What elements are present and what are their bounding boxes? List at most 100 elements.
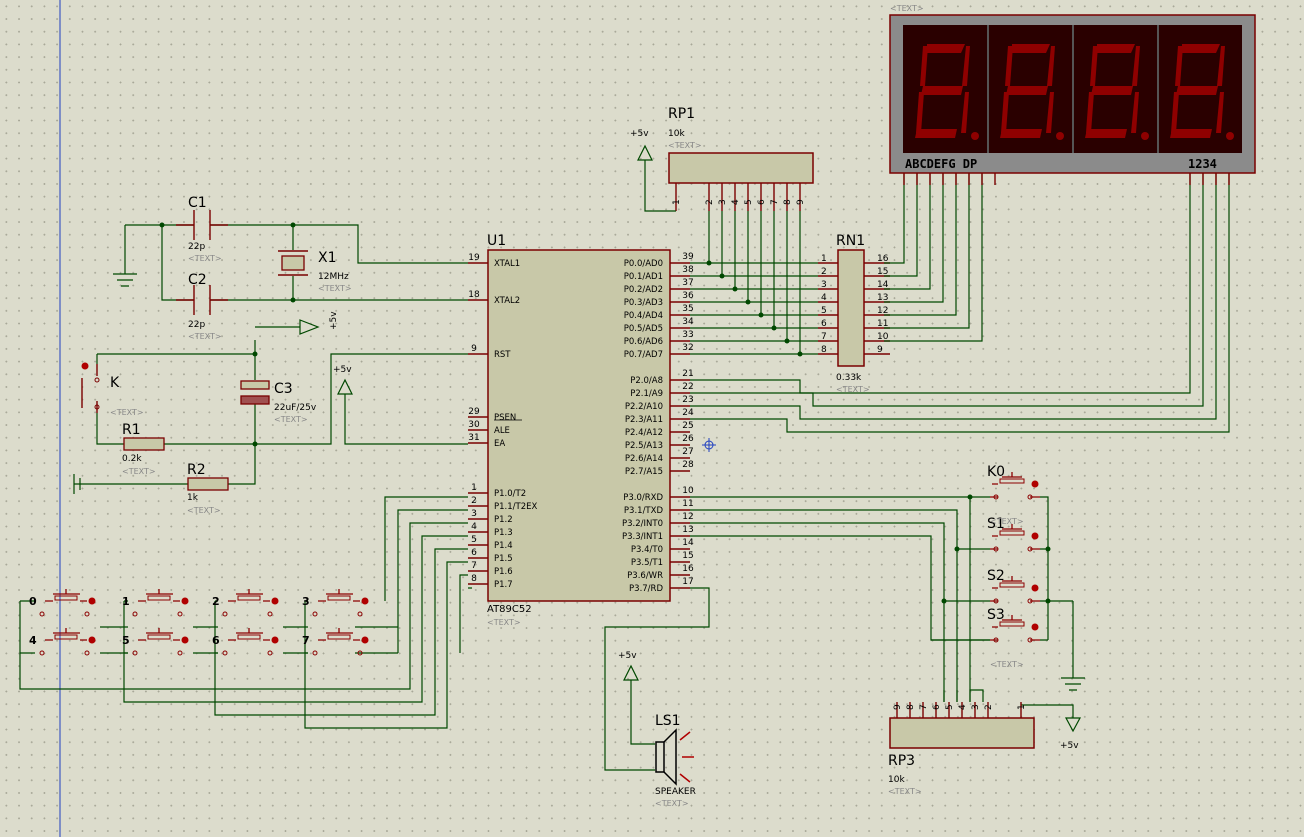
ls1-ref: LS1 [655,713,681,729]
k-text: <TEXT> [110,408,144,417]
rp3-pin-number: 2 [984,704,994,710]
speaker-icon[interactable] [655,741,665,773]
u1-pin-number: 2 [471,496,477,506]
digit-segment [1000,129,1042,138]
u1-pin-name: P3.2/INT0 [622,519,663,529]
u1-pin-name: P2.4/A12 [625,428,663,438]
u1-pin-name: P1.3 [494,528,513,538]
key-label: 4 [29,634,37,647]
digit-segment [916,92,924,133]
reset-circuit: +5v +5v C3 22uF/25v <TEXT> K <TEXT> R1 0… [73,311,468,515]
u1-pin-number: 39 [682,252,694,262]
keypad-key-2[interactable]: 2 [212,589,279,617]
rn1-body[interactable] [837,249,865,367]
rn1-pin-number: 3 [821,280,827,290]
u1-pin-number: 28 [682,460,694,470]
keypad-key-3[interactable]: 3 [302,589,369,617]
u1-body[interactable] [487,249,671,602]
digit-decimal-point [1141,132,1149,140]
digit-segment [1131,92,1139,133]
u1-pin-name: P1.6 [494,567,513,577]
r2-resistor[interactable] [187,477,229,491]
s3-text: <TEXT> [990,660,1024,669]
vcc-label: +5v [630,129,649,139]
keypad-key-0[interactable]: 0 [29,589,96,617]
digit-segment [920,46,928,86]
rp1-pin-number: 1 [672,199,682,205]
rn1-pin-number: 5 [821,306,827,316]
u1-pin-number: 34 [682,317,694,327]
keypad-key-5[interactable]: 5 [122,628,189,656]
u1-pin-name: P0.2/AD2 [624,285,663,295]
u1-microcontroller[interactable]: U1 AT89C52 <TEXT> 19XTAL118XTAL29RST29PS… [468,233,694,627]
digit-segment [1171,92,1179,133]
u1-pin-name: P1.0/T2 [494,489,526,499]
r1-resistor[interactable] [123,437,165,451]
keypad-key-4[interactable]: 4 [29,628,96,656]
ls1-text: <TEXT> [655,799,689,808]
digit-segment [921,86,963,95]
u1-pin-number: 24 [682,408,694,418]
digit-segment [1182,44,1220,53]
u1-pin-name: XTAL1 [494,259,520,269]
u1-pin-name: P1.1/T2EX [494,502,537,512]
keypad-key-1[interactable]: 1 [122,589,189,617]
rp1-pin-number: 6 [757,199,767,205]
digit-segment [1001,92,1009,133]
rn1-pin-number: 15 [877,267,888,277]
keypad-key-6[interactable]: 6 [212,628,279,656]
digit-segment [1012,44,1050,53]
rp1-pin-number: 9 [796,199,806,205]
button-s3[interactable]: S3<TEXT> [987,607,1040,669]
keypad-key-7[interactable]: 7 [302,628,369,656]
port1-keypad-wires [19,496,472,729]
x1-crystal[interactable] [281,255,305,271]
cursor-crosshair-icon [702,438,716,452]
rn1-text: <TEXT> [836,385,870,394]
rp3-value: 10k [888,775,905,785]
digit-segment [1006,86,1048,95]
button-s1[interactable]: S1<TEXT> [987,516,1040,552]
r1-text: <TEXT> [122,467,156,476]
u1-pin-number: 7 [471,561,477,571]
speaker-circuit[interactable]: +5v LS1 SPEAKER <TEXT> [604,587,710,808]
digit-segment [1216,92,1224,133]
u1-pin-number: 33 [682,330,693,340]
display-text: <TEXT> [890,4,924,13]
r1-ref: R1 [122,422,141,438]
u1-pin-name: P0.3/AD3 [624,298,663,308]
rp1-body[interactable] [668,152,814,184]
digit-segment [1085,129,1127,138]
digit-segment [927,44,965,53]
r2-text: <TEXT> [187,506,221,515]
u1-pin-number: 27 [682,447,693,457]
seven-segment-display[interactable]: ABCDEFG DP 1234 <TEXT> [889,4,1256,185]
c3-capacitor[interactable] [240,380,270,390]
rn1-pin-number: 4 [821,293,827,303]
button-s2[interactable]: S2 [987,568,1040,604]
u1-pin-number: 17 [682,577,693,587]
rp1-pin-number: 2 [705,199,715,205]
rp3-body[interactable] [889,717,1035,749]
power-terminal-icon [637,144,653,161]
rn1-pin-number: 10 [877,332,889,342]
u1-pin-number: 4 [471,522,477,532]
rp3-pin-number: 3 [971,704,981,710]
k-switch[interactable] [81,364,98,413]
c3-ref: C3 [274,381,293,397]
x1-ref: X1 [318,250,337,266]
rn1-pin-number: 7 [821,332,827,342]
u1-pin-name: P3.1/TXD [624,506,664,516]
digit-segment [1086,92,1094,133]
rn1-pin-number: 6 [821,319,827,329]
u1-text: <TEXT> [487,618,521,627]
digit-segment [1175,46,1183,86]
button-k0[interactable]: K0 [987,464,1040,500]
